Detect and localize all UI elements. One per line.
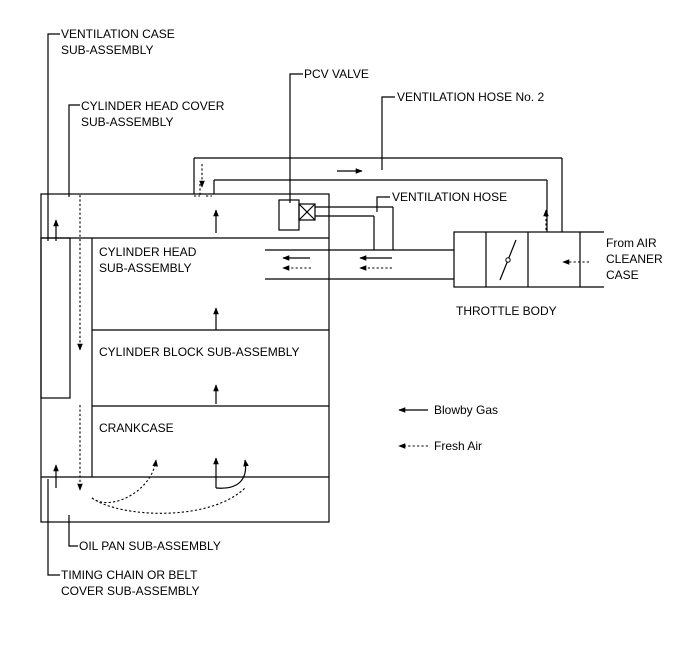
label-crankcase: CRANKCASE: [99, 421, 174, 435]
label-cylinder-head-cover: CYLINDER HEAD COVER: [81, 99, 225, 113]
label-cylinder-head: CYLINDER HEAD: [99, 245, 197, 259]
hose-entry-bracket: [194, 184, 212, 197]
label-from-air-2: CLEANER: [606, 252, 663, 266]
label-cylinder-block: CYLINDER BLOCK SUB-ASSEMBLY: [99, 345, 300, 359]
label-from-air-3: CASE: [606, 268, 639, 282]
engine-outline: [40, 193, 330, 523]
legend: Blowby Gas Fresh Air: [398, 403, 498, 453]
label-from-air: From AIR: [606, 236, 657, 250]
leader-lines: [47, 33, 395, 576]
label-oil-pan: OIL PAN SUB-ASSEMBLY: [79, 539, 221, 553]
label-timing-chain-2: COVER SUB-ASSEMBLY: [61, 584, 199, 598]
label-ventilation-case: VENTILATION CASE: [61, 27, 175, 41]
label-ventilation-case-2: SUB-ASSEMBLY: [61, 43, 153, 57]
legend-blowby-label: Blowby Gas: [434, 403, 498, 417]
ventilation-case: [40, 237, 71, 399]
pcv-valve-symbol: [278, 199, 316, 231]
ventilation-hose: [315, 206, 394, 250]
label-throttle-body: THROTTLE BODY: [456, 304, 557, 318]
fresh-air-arrows: [77, 164, 589, 514]
label-ventilation-hose: VENTILATION HOSE: [392, 190, 507, 204]
legend-fresh-air-label: Fresh Air: [434, 439, 482, 453]
ventilation-hose-no2: [193, 157, 563, 232]
label-pcv-valve: PCV VALVE: [304, 67, 369, 81]
label-timing-chain: TIMING CHAIN OR BELT: [61, 568, 198, 582]
intake-pipe: [265, 231, 604, 288]
blowby-gas-arrows: [53, 168, 392, 489]
label-cylinder-head-cover-2: SUB-ASSEMBLY: [81, 115, 173, 129]
label-cylinder-head-2: SUB-ASSEMBLY: [99, 261, 191, 275]
label-ventilation-hose-no2: VENTILATION HOSE No. 2: [397, 90, 544, 104]
throttle-body-symbol: [453, 231, 581, 288]
